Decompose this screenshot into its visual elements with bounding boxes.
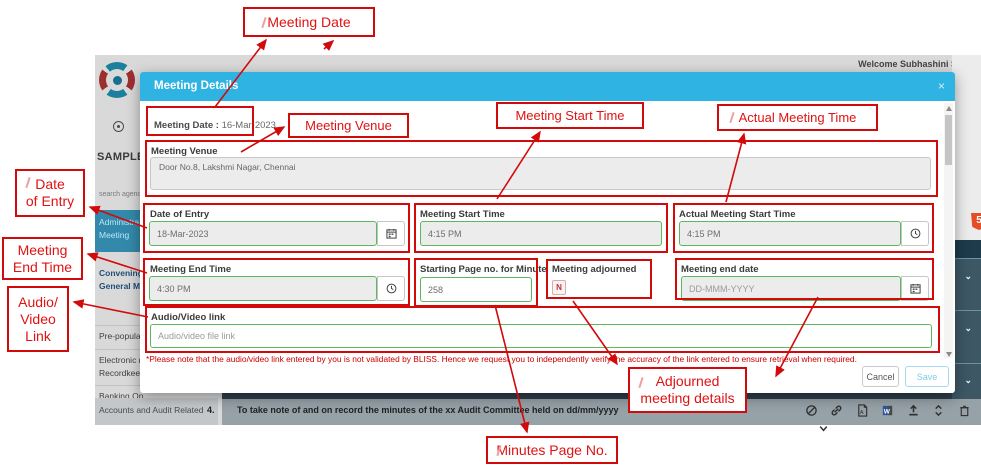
chevron-down-icon[interactable]: ⌄ <box>964 271 972 281</box>
meeting-date-value: 16-Mar-2023 <box>221 120 276 131</box>
chevron-down-icon[interactable] <box>817 422 830 435</box>
calendar-icon[interactable] <box>377 221 405 246</box>
scrollbar-thumb[interactable] <box>945 115 952 165</box>
modal-scrollbar[interactable] <box>944 103 953 358</box>
callout-date-of-entry: Date of Entry <box>15 169 85 217</box>
scrollbar-down-icon[interactable] <box>946 352 952 357</box>
date-of-entry-label: Date of Entry <box>150 209 210 220</box>
agenda-row-actions: A W <box>805 404 981 432</box>
chevron-down-icon[interactable]: ⌄ <box>964 375 972 385</box>
clock-icon[interactable] <box>377 276 405 301</box>
actual-start-time-label: Actual Meeting Start Time <box>679 209 796 220</box>
end-time-input[interactable] <box>149 276 377 301</box>
callout-audio-video-link: Audio/ Video Link <box>7 286 69 352</box>
sidebar-item-accounts-audit[interactable]: Accounts and Audit Related <box>95 398 218 425</box>
svg-text:A: A <box>860 410 864 416</box>
callout-meeting-start-time: Meeting Start Time <box>496 102 644 129</box>
pdf-file-icon[interactable]: A <box>856 404 869 417</box>
reorder-up-down-icon[interactable] <box>932 404 945 417</box>
start-page-input[interactable] <box>420 277 532 302</box>
callout-meeting-end-time: Meeting End Time <box>2 237 83 280</box>
clock-icon[interactable] <box>901 221 929 246</box>
modal-title: Meeting Details <box>154 80 239 92</box>
ban-icon[interactable] <box>805 404 818 417</box>
agenda-row-number: 4. <box>207 405 215 415</box>
av-link-input[interactable] <box>150 324 932 348</box>
end-time-label: Meeting End Time <box>150 264 232 275</box>
callout-meeting-venue: Meeting Venue <box>288 113 409 138</box>
cancel-button[interactable]: Cancel <box>862 366 899 387</box>
scrollbar-up-icon[interactable] <box>946 106 952 111</box>
adjourned-label: Meeting adjourned <box>552 264 637 275</box>
callout-meeting-date: Meeting Date <box>243 7 375 37</box>
app-logo-icon <box>99 62 135 98</box>
search-agenda-input[interactable]: search agenda <box>99 191 146 198</box>
link-icon[interactable] <box>830 404 843 417</box>
start-time-input[interactable] <box>420 221 662 246</box>
welcome-user-text: Welcome Subhashini S <box>858 59 957 69</box>
calendar-icon[interactable] <box>901 276 929 301</box>
meeting-date-label: Meeting Date : 16-Mar-2023 <box>154 120 276 131</box>
actual-start-time-input[interactable] <box>679 221 901 246</box>
start-time-label: Meeting Start Time <box>420 209 505 220</box>
callout-adjourned-meeting-details: Adjourned meeting details <box>628 367 747 413</box>
venue-label: Meeting Venue <box>151 146 218 157</box>
end-date-input[interactable] <box>681 276 901 301</box>
agenda-row[interactable] <box>222 399 981 425</box>
av-link-note: *Please note that the audio/video link e… <box>146 354 857 364</box>
start-page-label: Starting Page no. for Minute <box>420 264 547 275</box>
callout-minutes-page-no: Minutes Page No. <box>486 436 618 464</box>
end-date-label: Meeting end date <box>681 264 759 275</box>
close-icon[interactable]: × <box>937 79 945 93</box>
svg-text:W: W <box>884 408 891 415</box>
chevron-down-icon[interactable]: ⌄ <box>964 323 972 333</box>
word-doc-icon[interactable]: W <box>881 404 894 417</box>
brand-text: SAMPLE <box>97 151 145 163</box>
globe-icon <box>113 121 124 132</box>
date-of-entry-input[interactable] <box>149 221 377 246</box>
agenda-row-text: To take note of and on record the minute… <box>237 405 619 415</box>
callout-actual-meeting-time: Actual Meeting Time <box>717 104 878 131</box>
modal-header: Meeting Details × <box>140 72 955 101</box>
venue-textarea[interactable]: Door No.8, Lakshmi Nagar, Chennai <box>150 157 931 190</box>
save-button[interactable]: Save <box>905 366 949 387</box>
trash-icon[interactable] <box>958 404 971 417</box>
adjourned-flag[interactable]: N <box>552 280 566 295</box>
right-edge-column: 5 ⌄ ⌄ ⌄ <box>952 55 981 425</box>
html5-badge-icon: 5 <box>971 213 981 230</box>
table-header-strip <box>222 389 981 399</box>
upload-icon[interactable] <box>907 404 920 417</box>
av-link-label: Audio/Video link <box>151 312 226 323</box>
